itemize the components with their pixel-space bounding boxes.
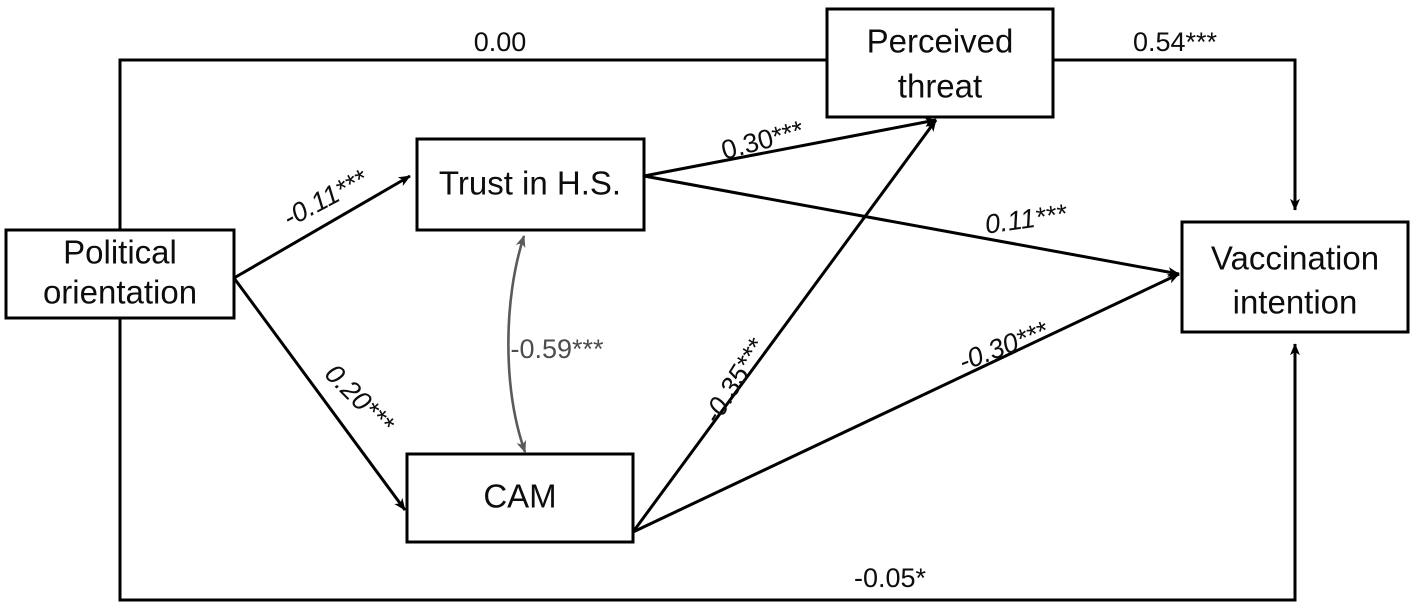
edge-label-cam-to-vaccination: -0.30*** — [955, 315, 1054, 377]
political-orientation-node[interactable]: Political orientation — [4, 228, 236, 320]
edge-political-to-perceived-threat-line — [118, 58, 827, 230]
edge-political-to-cam-line — [232, 277, 407, 511]
edge-trust-to-vaccination-line — [643, 174, 1180, 277]
edge-political-to-trust-line — [233, 174, 411, 280]
edge-label-trust-cam-covariance: -0.59*** — [510, 334, 604, 364]
trust-in-hs-box[interactable] — [415, 137, 646, 232]
edge-trust-cam-covariance-curve — [507, 235, 527, 453]
perceived-threat-box[interactable] — [825, 7, 1055, 119]
edge-label-cam-to-perceived-threat: -0.35*** — [697, 332, 773, 428]
political-orientation-box[interactable] — [4, 228, 236, 320]
perceived-threat-node[interactable]: Perceived threat — [825, 7, 1055, 119]
vaccination-intention-label-line1: Vaccination — [1211, 240, 1379, 277]
perceived-threat-label-line1: Perceived — [867, 23, 1014, 60]
political-orientation-label-line1: Political — [63, 234, 177, 271]
edge-label-perceived-threat-to-vaccination: 0.54*** — [1133, 27, 1218, 57]
edge-political-to-vaccination-line — [118, 318, 1301, 602]
edge-label-trust-to-perceived-threat: 0.30*** — [718, 115, 807, 166]
edge-label-political-to-cam: 0.20*** — [319, 358, 401, 440]
cam-box[interactable] — [405, 452, 635, 544]
edge-label-political-to-vaccination: -0.05* — [854, 563, 927, 593]
political-orientation-label-line2: orientation — [43, 274, 197, 311]
vaccination-intention-box[interactable] — [1180, 220, 1410, 334]
perceived-threat-label-line2: threat — [898, 68, 982, 105]
edge-label-political-to-perceived-threat: 0.00 — [474, 27, 527, 57]
cam-node[interactable]: CAM — [405, 452, 635, 544]
edge-cam-to-perceived-threat-line — [631, 119, 938, 533]
edge-perceived-threat-to-vaccination-line — [1053, 58, 1300, 211]
vaccination-intention-label-line2: intention — [1233, 284, 1358, 321]
edge-label-political-to-trust: -0.11*** — [278, 163, 374, 233]
node-layer: Political orientation Trust in H.S. CAM … — [4, 7, 1410, 544]
vaccination-intention-node[interactable]: Vaccination intention — [1180, 220, 1410, 334]
edge-label-trust-to-vaccination: 0.11*** — [983, 198, 1070, 239]
edge-layer — [118, 58, 1301, 602]
edge-trust-to-perceived-threat-line — [643, 117, 937, 178]
trust-in-hs-node[interactable]: Trust in H.S. — [415, 137, 646, 232]
cam-label: CAM — [483, 478, 556, 515]
trust-in-hs-label: Trust in H.S. — [439, 165, 621, 202]
edge-cam-to-vaccination-line — [632, 272, 1180, 534]
